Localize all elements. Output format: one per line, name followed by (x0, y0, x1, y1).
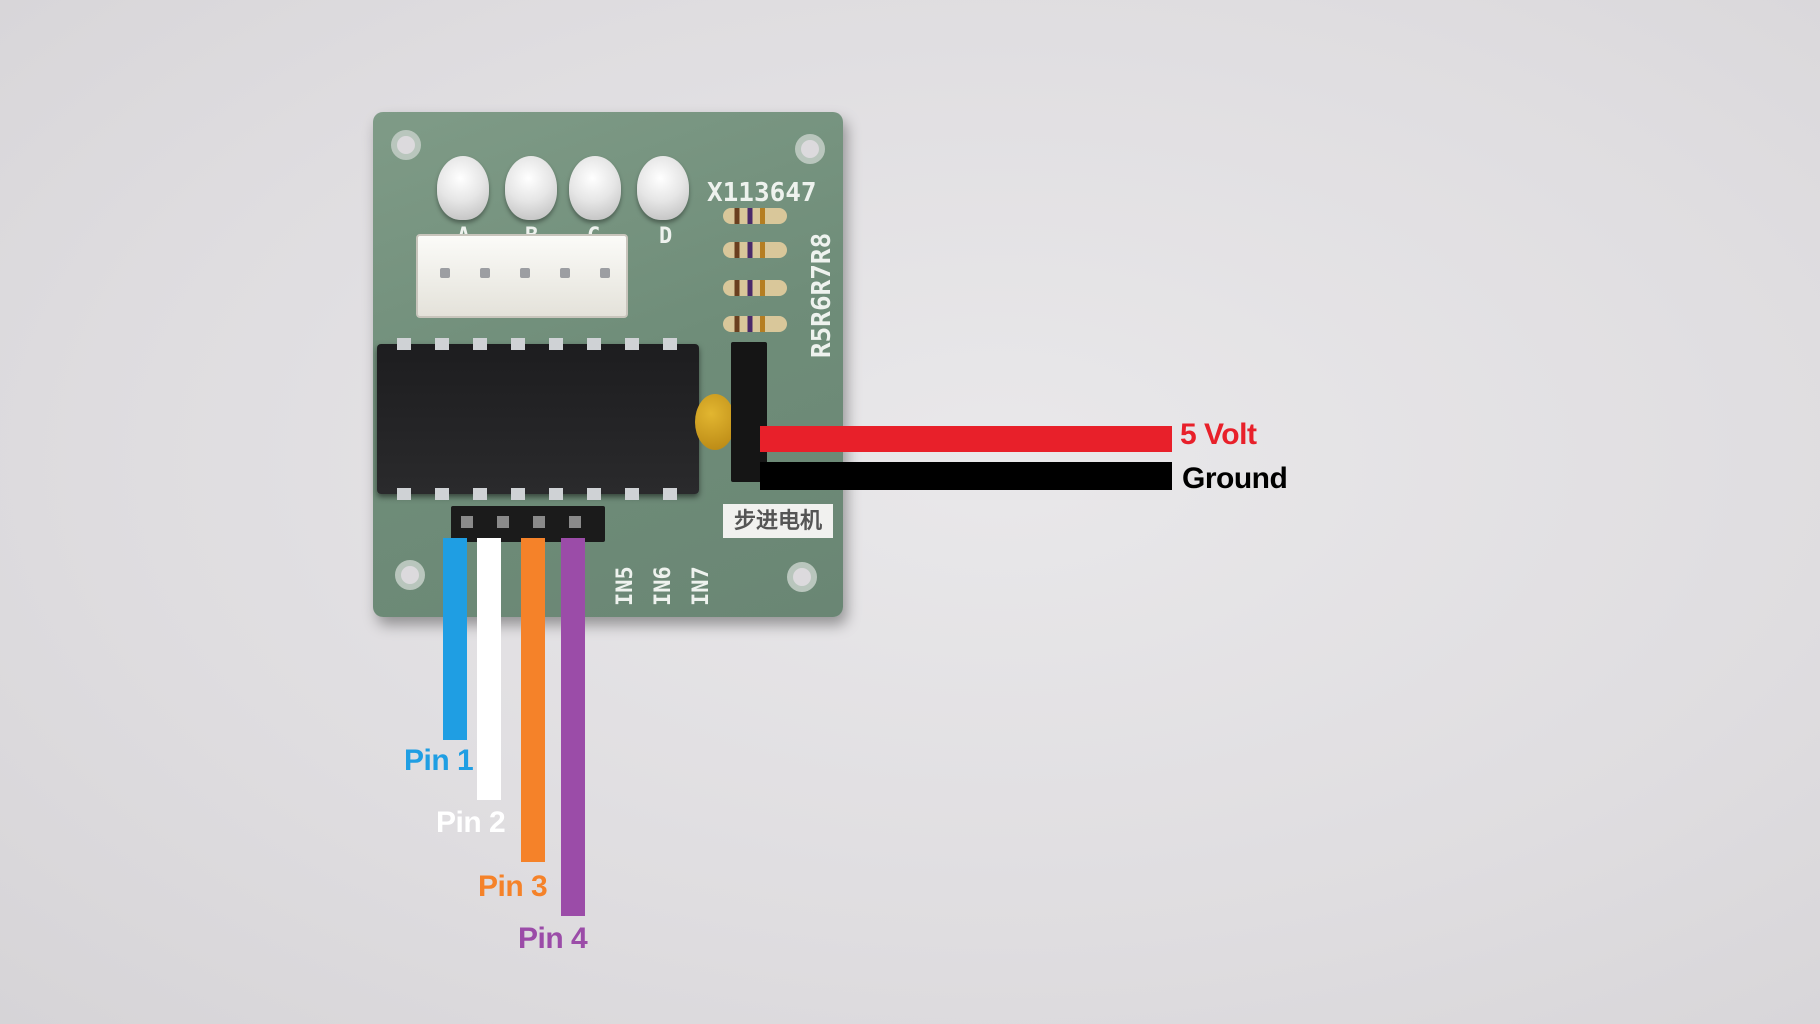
connector-pin (600, 268, 610, 278)
label-pin-4: Pin 4 (518, 922, 588, 955)
capacitor (695, 394, 735, 450)
stepper-driver-board: A B C D X113647 R5R6R7R8 步进电机 IN5 IN6 IN… (373, 112, 843, 617)
power-jumper (731, 342, 767, 482)
led-c (569, 156, 621, 220)
connector-pin (520, 268, 530, 278)
silkscreen-part-number: X113647 (707, 178, 817, 208)
driver-chip (377, 338, 699, 500)
connector-pin (560, 268, 570, 278)
resistor-r8 (723, 208, 787, 224)
led-d (637, 156, 689, 220)
wire-pin-2 (477, 538, 501, 800)
chinese-label: 步进电机 (723, 504, 833, 538)
wire-pin-4 (561, 538, 585, 916)
resistor-r6 (723, 280, 787, 296)
resistor-r7 (723, 242, 787, 258)
label-5-volt: 5 Volt (1180, 418, 1257, 451)
resistor-r5 (723, 316, 787, 332)
led-a (437, 156, 489, 220)
led-label-d: D (659, 224, 673, 249)
label-ground: Ground (1182, 462, 1288, 495)
input-header (451, 506, 605, 542)
wire-5-volt (760, 426, 1172, 452)
connector-pin (480, 268, 490, 278)
wire-pin-1 (443, 538, 467, 740)
input-label-in5: IN5 (613, 566, 638, 606)
label-pin-3: Pin 3 (478, 870, 548, 903)
mount-hole-bottom-right (787, 562, 817, 592)
mount-hole-bottom-left (395, 560, 425, 590)
mount-hole-top-right (795, 134, 825, 164)
wire-pin-3 (521, 538, 545, 862)
input-label-in6: IN6 (651, 566, 676, 606)
label-pin-1: Pin 1 (404, 744, 474, 777)
silkscreen-resistor-labels: R5R6R7R8 (807, 232, 837, 358)
led-b (505, 156, 557, 220)
motor-connector (416, 234, 628, 318)
input-label-in7: IN7 (689, 566, 714, 606)
wire-ground (760, 462, 1172, 490)
connector-pin (440, 268, 450, 278)
label-pin-2: Pin 2 (436, 806, 506, 839)
mount-hole-top-left (391, 130, 421, 160)
